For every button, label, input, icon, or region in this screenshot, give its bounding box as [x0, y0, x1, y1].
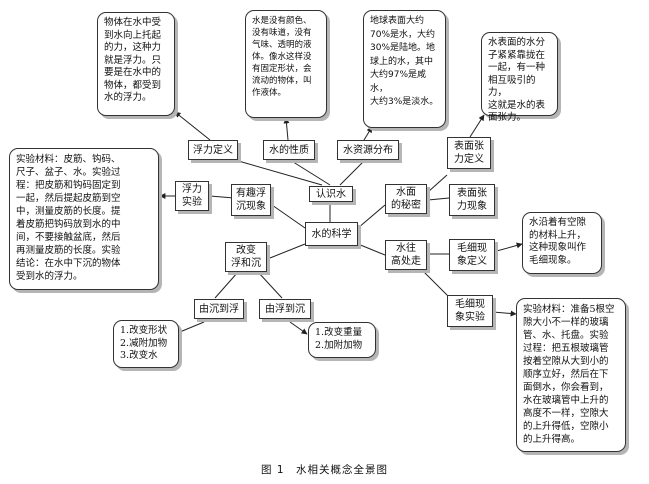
node-fu-to-chen: 由浮到沉 [259, 299, 311, 319]
center-node: 水的科学 [305, 222, 358, 246]
node-shui-fenbu: 水资源分布 [337, 140, 399, 160]
node-renshi-shui: 认识水 [309, 186, 353, 202]
node-fuli-shiyan: 浮力 实验 [175, 181, 209, 211]
node-biaomian-dingyi: 表面张 力定义 [447, 137, 491, 169]
node-shuimian-mimi: 水面 的秘密 [385, 184, 427, 214]
note-sink-to-float: 1.改变形状 2.减附加物 3.改变水 [113, 320, 179, 368]
node-maoxi-shiyan: 毛细现 象实验 [447, 295, 493, 327]
note-float-to-sink: 1.改变重量 2.加附加物 [308, 322, 376, 358]
note-surface-tension: 水表面的水分 子紧紧靠拢在 一起，有一种 相互吸引的力， 这就是水的表 面张力。 [481, 32, 558, 123]
figure-caption: 图 1 水相关概念全景图 [260, 464, 389, 476]
node-maoxi-dingyi: 毛细现 象定义 [449, 239, 495, 271]
note-water-properties: 水是没有颜色、 没有味道，没有 气味、透明的液 体。像水这样没 有固定形状，会 … [245, 10, 327, 118]
note-fuli-definition: 物体在水中受 到水向上托起 的力，这种力 就是浮力。只 要是在水中的 物体，都受… [97, 12, 175, 116]
node-fuli-dingyi: 浮力定义 [188, 140, 238, 160]
note-capillary-experiment: 实验材料：准备5根空 隙大小不一样的玻璃 管、水、托盘。实验 过程：把五根玻璃管… [516, 298, 626, 452]
node-gaibian-fuchen: 改变 浮和沉 [225, 242, 267, 272]
node-chen-to-fu: 由沉到浮 [194, 299, 244, 319]
note-water-distribution: 地球表面大约 70%是水，大约 30%是陆地。地 球上的水，其中 大约97%是咸… [363, 10, 446, 128]
note-buoyancy-experiment: 实验材料：皮筋、钩码、 尺子、盆子、水。实验过 程：把皮筋和钩码固定到 一起，然… [9, 148, 159, 290]
node-biaomian-xianxiang: 表面张 力现象 [449, 184, 495, 216]
node-wangao: 水往 高处走 [385, 240, 427, 270]
node-youqu-fuchen: 有趣浮 沉现象 [231, 184, 271, 216]
note-capillary-definition: 水沿着有空隙 的材料上升， 这种现象叫作 毛细现象。 [522, 212, 602, 274]
node-shui-xingzhi: 水的性质 [263, 140, 315, 160]
